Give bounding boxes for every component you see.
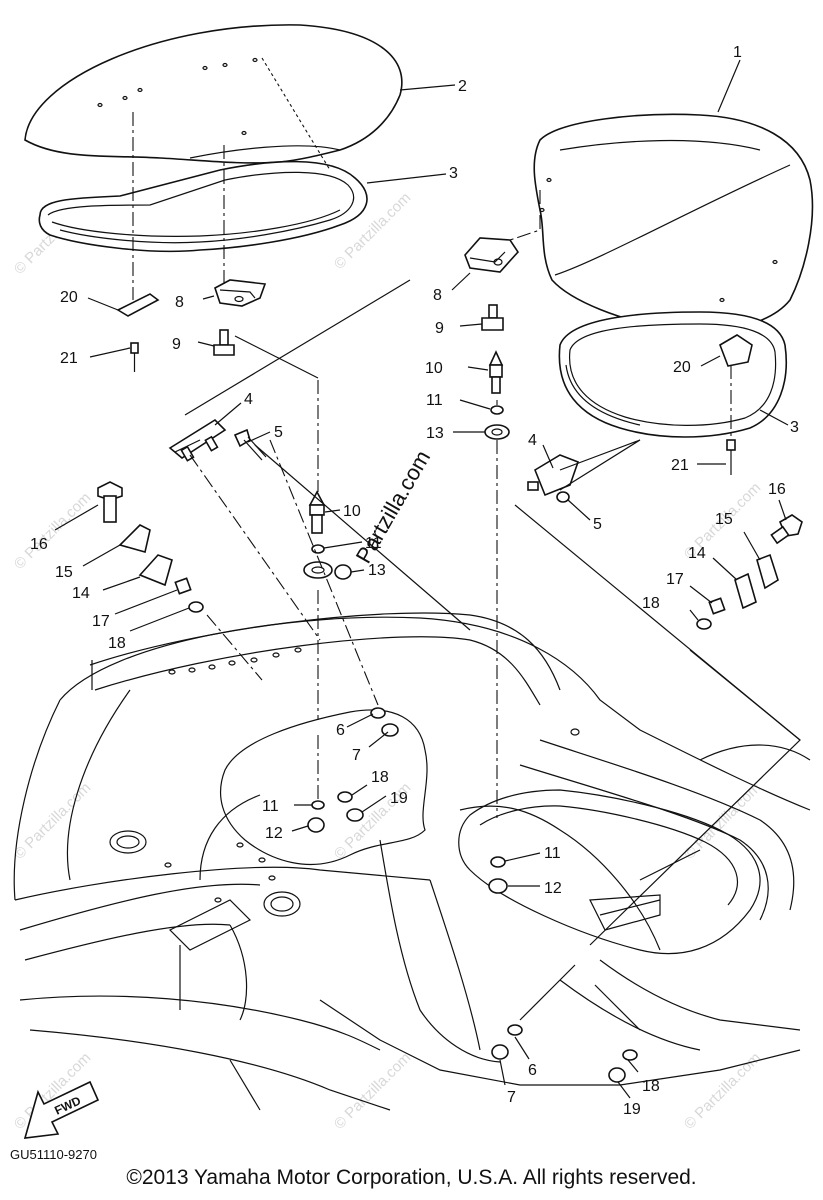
washer-13 (484, 424, 510, 440)
rear-seat (533, 113, 814, 333)
washer-11 (490, 856, 506, 868)
watermark: © Partzilla.com (11, 489, 94, 572)
partzilla-watermark: Partzilla.com (351, 446, 436, 568)
callout-18: 18 (371, 769, 389, 786)
callout-6: 6 (528, 1062, 537, 1079)
callout-5: 5 (274, 424, 283, 441)
centerlines (132, 57, 801, 1031)
callout-11: 11 (365, 535, 382, 552)
fwd-arrow: FWD (23, 1080, 100, 1139)
copyright-notice: ©2013 Yamaha Motor Corporation, U.S.A. A… (126, 1166, 697, 1189)
callout-numbers: 1 2 3 3 4 4 5 5 6 6 7 7 8 8 9 9 10 10 11… (30, 44, 799, 1118)
bolt-9-rear (481, 304, 504, 331)
callout-19: 19 (390, 790, 408, 807)
washer-18 (337, 791, 353, 803)
nut-19 (346, 808, 364, 822)
nut-7 (491, 1044, 509, 1060)
callout-17: 17 (666, 571, 684, 588)
nut-12 (307, 817, 325, 833)
callout-13: 13 (368, 562, 386, 579)
washer-11 (311, 544, 325, 554)
hull-deck (13, 612, 811, 1111)
bracket-20-rear (719, 334, 753, 367)
callout-11: 11 (262, 798, 279, 815)
screw-5-front (233, 428, 267, 461)
callout-12: 12 (265, 825, 283, 842)
bracket-rear (464, 237, 520, 273)
callout-1: 1 (733, 44, 742, 61)
callout-11: 11 (544, 845, 561, 862)
front-seat (24, 24, 403, 164)
washer-18 (622, 1049, 638, 1061)
pin-21-front (130, 342, 139, 372)
callout-12: 12 (544, 880, 562, 897)
callout-20: 20 (60, 289, 78, 306)
callout-18: 18 (108, 635, 126, 652)
callout-14: 14 (72, 585, 90, 602)
callout-6: 6 (336, 722, 345, 739)
callout-21: 21 (671, 457, 689, 474)
nut-19 (608, 1067, 626, 1083)
catch-right (696, 514, 803, 630)
callout-9: 9 (435, 320, 444, 337)
callout-2: 2 (458, 78, 467, 95)
screw-5-rear (556, 491, 570, 503)
callout-20: 20 (673, 359, 691, 376)
callout-5: 5 (593, 516, 602, 533)
callout-4: 4 (244, 391, 253, 408)
callout-7: 7 (507, 1089, 516, 1106)
bracket-front (214, 279, 267, 307)
diagram-code: GU51110-9270 (10, 1147, 97, 1162)
callout-15: 15 (55, 564, 73, 581)
nut-12 (488, 878, 508, 894)
leader-lines (54, 59, 789, 1099)
watermark: © Partzilla.com (11, 779, 94, 862)
callout-17: 17 (92, 613, 110, 630)
callout-9: 9 (172, 336, 181, 353)
stud-10-rear (488, 350, 504, 394)
front-seat-seal (38, 160, 368, 253)
callout-19: 19 (623, 1101, 641, 1118)
bracket-20-front (116, 293, 160, 317)
callout-7: 7 (352, 747, 361, 764)
hinge-rear (527, 454, 580, 497)
o-ring (334, 564, 352, 580)
washer-11 (490, 405, 504, 415)
callout-11: 11 (426, 392, 443, 409)
callout-16: 16 (768, 481, 786, 498)
washer-6 (507, 1024, 523, 1036)
washer-13 (303, 561, 333, 579)
callout-8: 8 (175, 294, 184, 311)
watermark: © Partzilla.com (331, 1049, 414, 1132)
callout-3: 3 (790, 419, 799, 436)
callout-18: 18 (642, 1078, 660, 1095)
bolt-9-front (213, 329, 235, 356)
callout-10: 10 (343, 503, 361, 520)
catch-left (97, 481, 204, 613)
washer-11 (311, 800, 325, 810)
callout-14: 14 (688, 545, 706, 562)
callout-16: 16 (30, 536, 48, 553)
washer-6 (370, 707, 386, 719)
pin-21-rear (726, 439, 736, 475)
callout-8: 8 (433, 287, 442, 304)
callout-3: 3 (449, 165, 458, 182)
callout-13: 13 (426, 425, 444, 442)
callout-4: 4 (528, 432, 537, 449)
callout-18: 18 (642, 595, 660, 612)
callout-10: 10 (425, 360, 443, 377)
callout-21: 21 (60, 350, 78, 367)
hinge-front (168, 418, 227, 462)
callout-15: 15 (715, 511, 733, 528)
